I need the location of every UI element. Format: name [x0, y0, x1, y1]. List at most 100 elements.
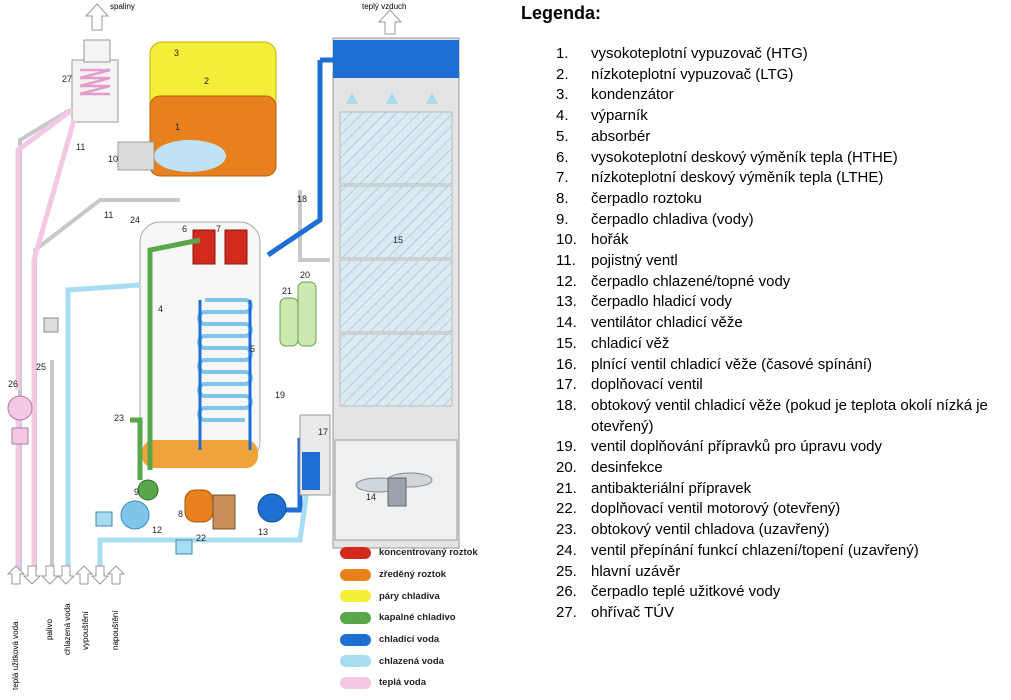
legend-item-text: hlavní uzávěr: [591, 563, 680, 580]
legend-item: 9.čerpadlo chladiva (vody): [556, 210, 1011, 231]
legend-item-text: vysokoteplotní deskový výměník tepla (HT…: [591, 149, 898, 166]
legend-item-text: chladicí věž: [591, 335, 669, 352]
svg-text:15: 15: [393, 235, 403, 245]
legend-item: 24.ventil přepínání funkcí chlazení/tope…: [556, 541, 1011, 562]
legend-item: 12.čerpadlo chlazené/topné vody: [556, 272, 1011, 293]
color-key-swatch: [340, 634, 371, 646]
color-key-label: páry chladiva: [379, 591, 440, 602]
legend-item-number: 2.: [556, 65, 569, 86]
color-key-row: páry chladiva: [340, 585, 478, 607]
legend-item-number: 17.: [556, 375, 577, 396]
legend-item: 19. ventil doplňování přípravků pro úprav…: [556, 437, 1011, 458]
legend-item-text: čerpadlo roztoku: [591, 190, 702, 207]
legend-item-text: absorbér: [591, 128, 650, 145]
legend-item: 4. výparník: [556, 106, 1011, 127]
legend-item-text: pojistný ventl: [591, 252, 678, 269]
legend-item: 16.plnící ventil chladicí věže (časové s…: [556, 355, 1011, 376]
legend-item: 13.čerpadlo hladicí vody: [556, 292, 1011, 313]
filter-12-icon: [96, 512, 112, 526]
svg-text:18: 18: [297, 194, 307, 204]
color-key-label: chladicí voda: [379, 634, 439, 645]
legend-item-number: 4.: [556, 106, 569, 127]
legend-item-text: vysokoteplotní vypuzovač (HTG): [591, 45, 808, 62]
legend-item-text: obtokový ventil chladicí věže (pokud je …: [591, 397, 988, 435]
burner-flame: [154, 140, 226, 172]
svg-text:11: 11: [104, 210, 113, 220]
filter-22-icon: [176, 540, 192, 554]
svg-text:21: 21: [282, 286, 292, 296]
legend-item-number: 25.: [556, 562, 577, 583]
label-drain: vypouštění: [81, 611, 90, 650]
svg-text:22: 22: [196, 533, 206, 543]
color-key-row: zředěný roztok: [340, 564, 478, 586]
svg-text:14: 14: [366, 492, 376, 502]
tank-21: [280, 298, 298, 346]
color-key-swatch: [340, 590, 371, 602]
svg-text:25: 25: [36, 362, 46, 372]
svg-text:10: 10: [108, 154, 118, 164]
legend-item: 3.kondenzátor: [556, 85, 1011, 106]
label-flue: spaliny: [110, 2, 135, 11]
legend-item-number: 26.: [556, 582, 577, 603]
legend-item-text: čerpadlo hladicí vody: [591, 293, 732, 310]
pump-13-icon: [258, 494, 286, 522]
legend-title: Legenda:: [521, 3, 601, 24]
legend-item: 11. pojistný ventl: [556, 251, 1011, 272]
svg-text:17: 17: [318, 427, 328, 437]
legend-item: 5. absorbér: [556, 127, 1011, 148]
legend-item-text: výparník: [591, 107, 648, 124]
cooling-tower-fill-4: [340, 334, 452, 406]
legend-item: 2.nízkoteplotní vypuzovač (LTG): [556, 65, 1011, 86]
legend-item-number: 22.: [556, 499, 577, 520]
svg-text:19: 19: [275, 390, 285, 400]
legend-item-number: 8.: [556, 189, 569, 210]
legend-item-number: 9.: [556, 210, 569, 231]
color-key-row: chladicí voda: [340, 629, 478, 651]
legend-item-text: nízkoteplotní deskový výměník tepla (LTH…: [591, 169, 883, 186]
svg-text:8: 8: [178, 509, 183, 519]
legend-item-text: čerpadlo chlazené/topné vody: [591, 273, 790, 290]
svg-text:26: 26: [8, 379, 18, 389]
filter-26-icon: [12, 428, 28, 444]
svg-text:24: 24: [130, 215, 140, 225]
cooling-tower-fill-1: [340, 112, 452, 184]
burner-10: [118, 142, 154, 170]
legend-item: 6.vysokoteplotní deskový výměník tepla (…: [556, 148, 1011, 169]
legend-item-text: desinfekce: [591, 459, 663, 476]
legend-item-text: ventil doplňování přípravků pro úpravu v…: [591, 438, 882, 455]
legend-item: 17. doplňovací ventil: [556, 375, 1011, 396]
svg-text:9: 9: [134, 487, 139, 497]
color-key-swatch: [340, 569, 371, 581]
legend-item: 27.ohřívač TÚV: [556, 603, 1011, 624]
legend-item-text: hořák: [591, 231, 629, 248]
bottom-labels: teplá užitková voda palivo chlazená voda…: [11, 603, 120, 690]
color-key-row: kapalné chladivo: [340, 607, 478, 629]
warm-air-arrow-icon: [379, 10, 401, 34]
legend-item-number: 5.: [556, 127, 569, 148]
cooling-tower-fill-3: [340, 260, 452, 332]
legend-item: 15.chladicí věž: [556, 334, 1011, 355]
legend-item-number: 10.: [556, 230, 577, 251]
svg-text:7: 7: [216, 224, 221, 234]
color-key-swatch: [340, 677, 371, 689]
legend-item-number: 23.: [556, 520, 577, 541]
svg-text:1: 1: [175, 122, 180, 132]
svg-text:23: 23: [114, 413, 124, 423]
legend-item-number: 11.: [556, 251, 576, 272]
legend-item: 14.ventilátor chladicí věže: [556, 313, 1011, 334]
label-fuel: palivo: [45, 619, 54, 640]
legend-item-number: 16.: [556, 355, 577, 376]
legend-item-number: 7.: [556, 168, 569, 189]
color-key: koncentrovaný roztokzředěný roztokpáry c…: [340, 542, 478, 694]
legend-item-number: 19.: [556, 437, 577, 458]
legend-item: 10. hořák: [556, 230, 1011, 251]
legend-item-number: 21.: [556, 479, 577, 500]
svg-text:13: 13: [258, 527, 268, 537]
legend-item-number: 14.: [556, 313, 577, 334]
legend-item-text: doplňovací ventil: [591, 376, 703, 393]
legend-item: 1.vysokoteplotní vypuzovač (HTG): [556, 44, 1011, 65]
legend-item-number: 18.: [556, 396, 577, 417]
legend-item-text: antibakteriální přípravek: [591, 480, 751, 497]
color-key-label: kapalné chladivo: [379, 612, 456, 623]
color-key-label: teplá voda: [379, 677, 426, 688]
